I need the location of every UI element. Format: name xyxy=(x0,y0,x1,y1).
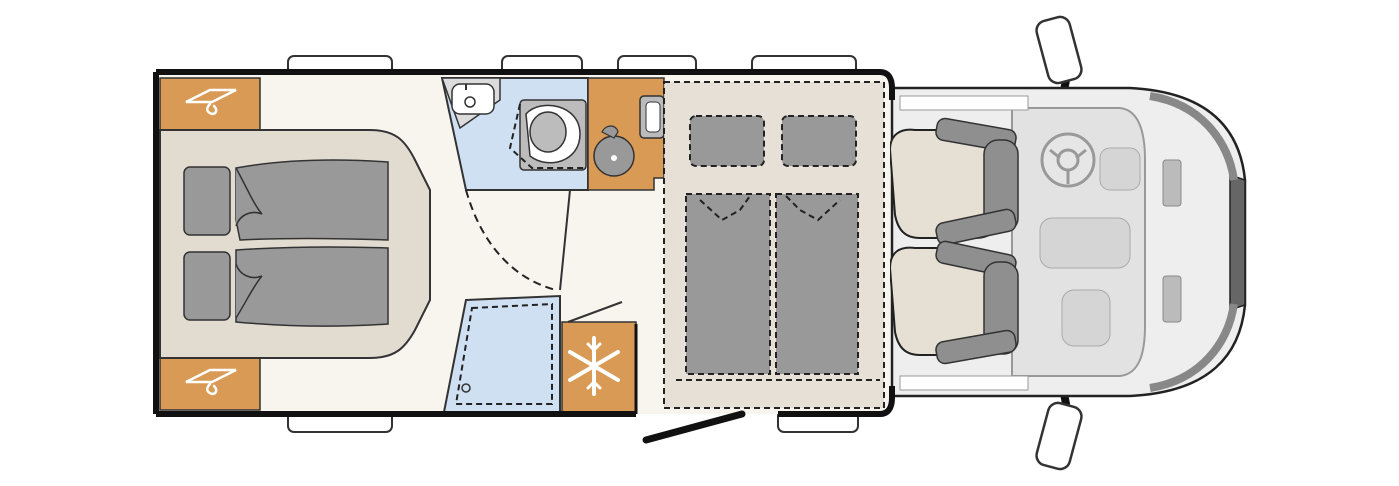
steering-wheel-icon xyxy=(1040,132,1096,188)
hanger-icon xyxy=(185,368,237,396)
toilet-icon xyxy=(525,104,581,164)
walls xyxy=(153,69,895,417)
pillow xyxy=(183,166,231,236)
mirror-icon xyxy=(1035,15,1083,471)
mattress-bottom xyxy=(235,246,389,327)
mattress-top xyxy=(235,159,389,241)
pillow xyxy=(183,251,231,321)
rear-twin-beds xyxy=(159,129,431,359)
bathroom xyxy=(440,77,589,291)
mattress-left xyxy=(685,193,771,375)
entrance-door xyxy=(567,301,746,444)
sink-icon xyxy=(451,83,495,115)
hanger-icon xyxy=(185,88,237,116)
snowflake-icon xyxy=(568,336,620,396)
rear-wardrobes xyxy=(159,77,261,411)
driver-seat xyxy=(888,117,1019,246)
cab-seats xyxy=(888,117,1019,365)
drop-down-bed xyxy=(663,81,885,409)
passenger-seat xyxy=(888,240,1019,365)
faucet-icon xyxy=(593,125,635,177)
mattress-right xyxy=(775,193,859,375)
kitchen xyxy=(587,77,665,191)
fridge xyxy=(561,321,637,413)
pillow xyxy=(689,115,765,167)
pillow xyxy=(781,115,857,167)
shower-drain xyxy=(461,383,471,393)
